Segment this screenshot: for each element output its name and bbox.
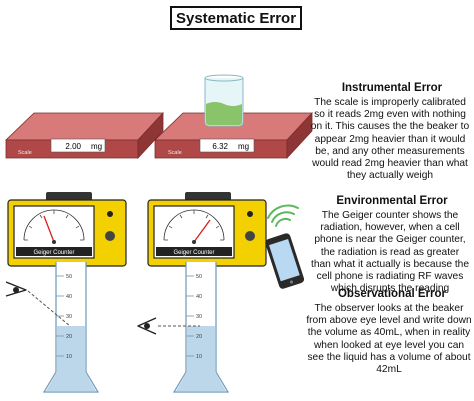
page-title: Systematic Error — [170, 6, 302, 30]
environmental-text: The Geiger counter shows the radiation, … — [310, 210, 469, 295]
scale-unit-empty: mg — [91, 142, 102, 151]
geiger-counter-1: Geiger Counter — [7, 192, 127, 267]
eye-icon-level — [137, 317, 200, 335]
observational-heading: Observational Error — [337, 288, 446, 300]
rf-wave-icon — [267, 204, 299, 227]
geiger-label-1: Geiger Counter — [33, 250, 74, 256]
scale-reading-beaker: 6.32 — [212, 142, 228, 151]
scale-reading-empty: 2.00 — [65, 142, 81, 151]
svg-text:50: 50 — [66, 274, 72, 280]
svg-text:20: 20 — [66, 334, 72, 340]
svg-text:30: 30 — [196, 314, 202, 320]
svg-text:40: 40 — [66, 294, 72, 300]
scale-label-empty: Scale — [18, 150, 32, 156]
scale-unit-beaker: mg — [238, 142, 249, 151]
beaker — [204, 74, 244, 127]
cell-phone-icon — [265, 204, 305, 289]
svg-text:20: 20 — [196, 334, 202, 340]
scale-display-beaker — [199, 138, 255, 153]
geiger-counter-2: Geiger Counter — [147, 192, 267, 267]
eye-icon-above — [5, 281, 71, 327]
scale-with-beaker: 6.32 mg Scale — [154, 74, 313, 160]
scale-label-beaker: Scale — [168, 150, 182, 156]
instrumental-heading: Instrumental Error — [341, 82, 443, 94]
graduated-cylinder-1: 50 40 30 20 10 — [42, 262, 100, 393]
svg-text:10: 10 — [66, 354, 72, 360]
scale-display-empty — [50, 138, 106, 153]
observational-text: The observer looks at the beaker from ab… — [306, 303, 472, 376]
geiger-label-2: Geiger Counter — [173, 250, 214, 256]
instrumental-text: The scale is improperly calibrated so it… — [310, 97, 470, 182]
svg-text:30: 30 — [66, 314, 72, 320]
svg-text:50: 50 — [196, 274, 202, 280]
sight-line-above — [27, 290, 71, 327]
environmental-heading: Environmental Error — [336, 195, 448, 207]
svg-text:40: 40 — [196, 294, 202, 300]
graduated-cylinder-2: 50 40 30 20 10 — [172, 262, 230, 393]
svg-text:10: 10 — [196, 354, 202, 360]
scale-empty: 2.00 mg Scale — [5, 111, 164, 160]
